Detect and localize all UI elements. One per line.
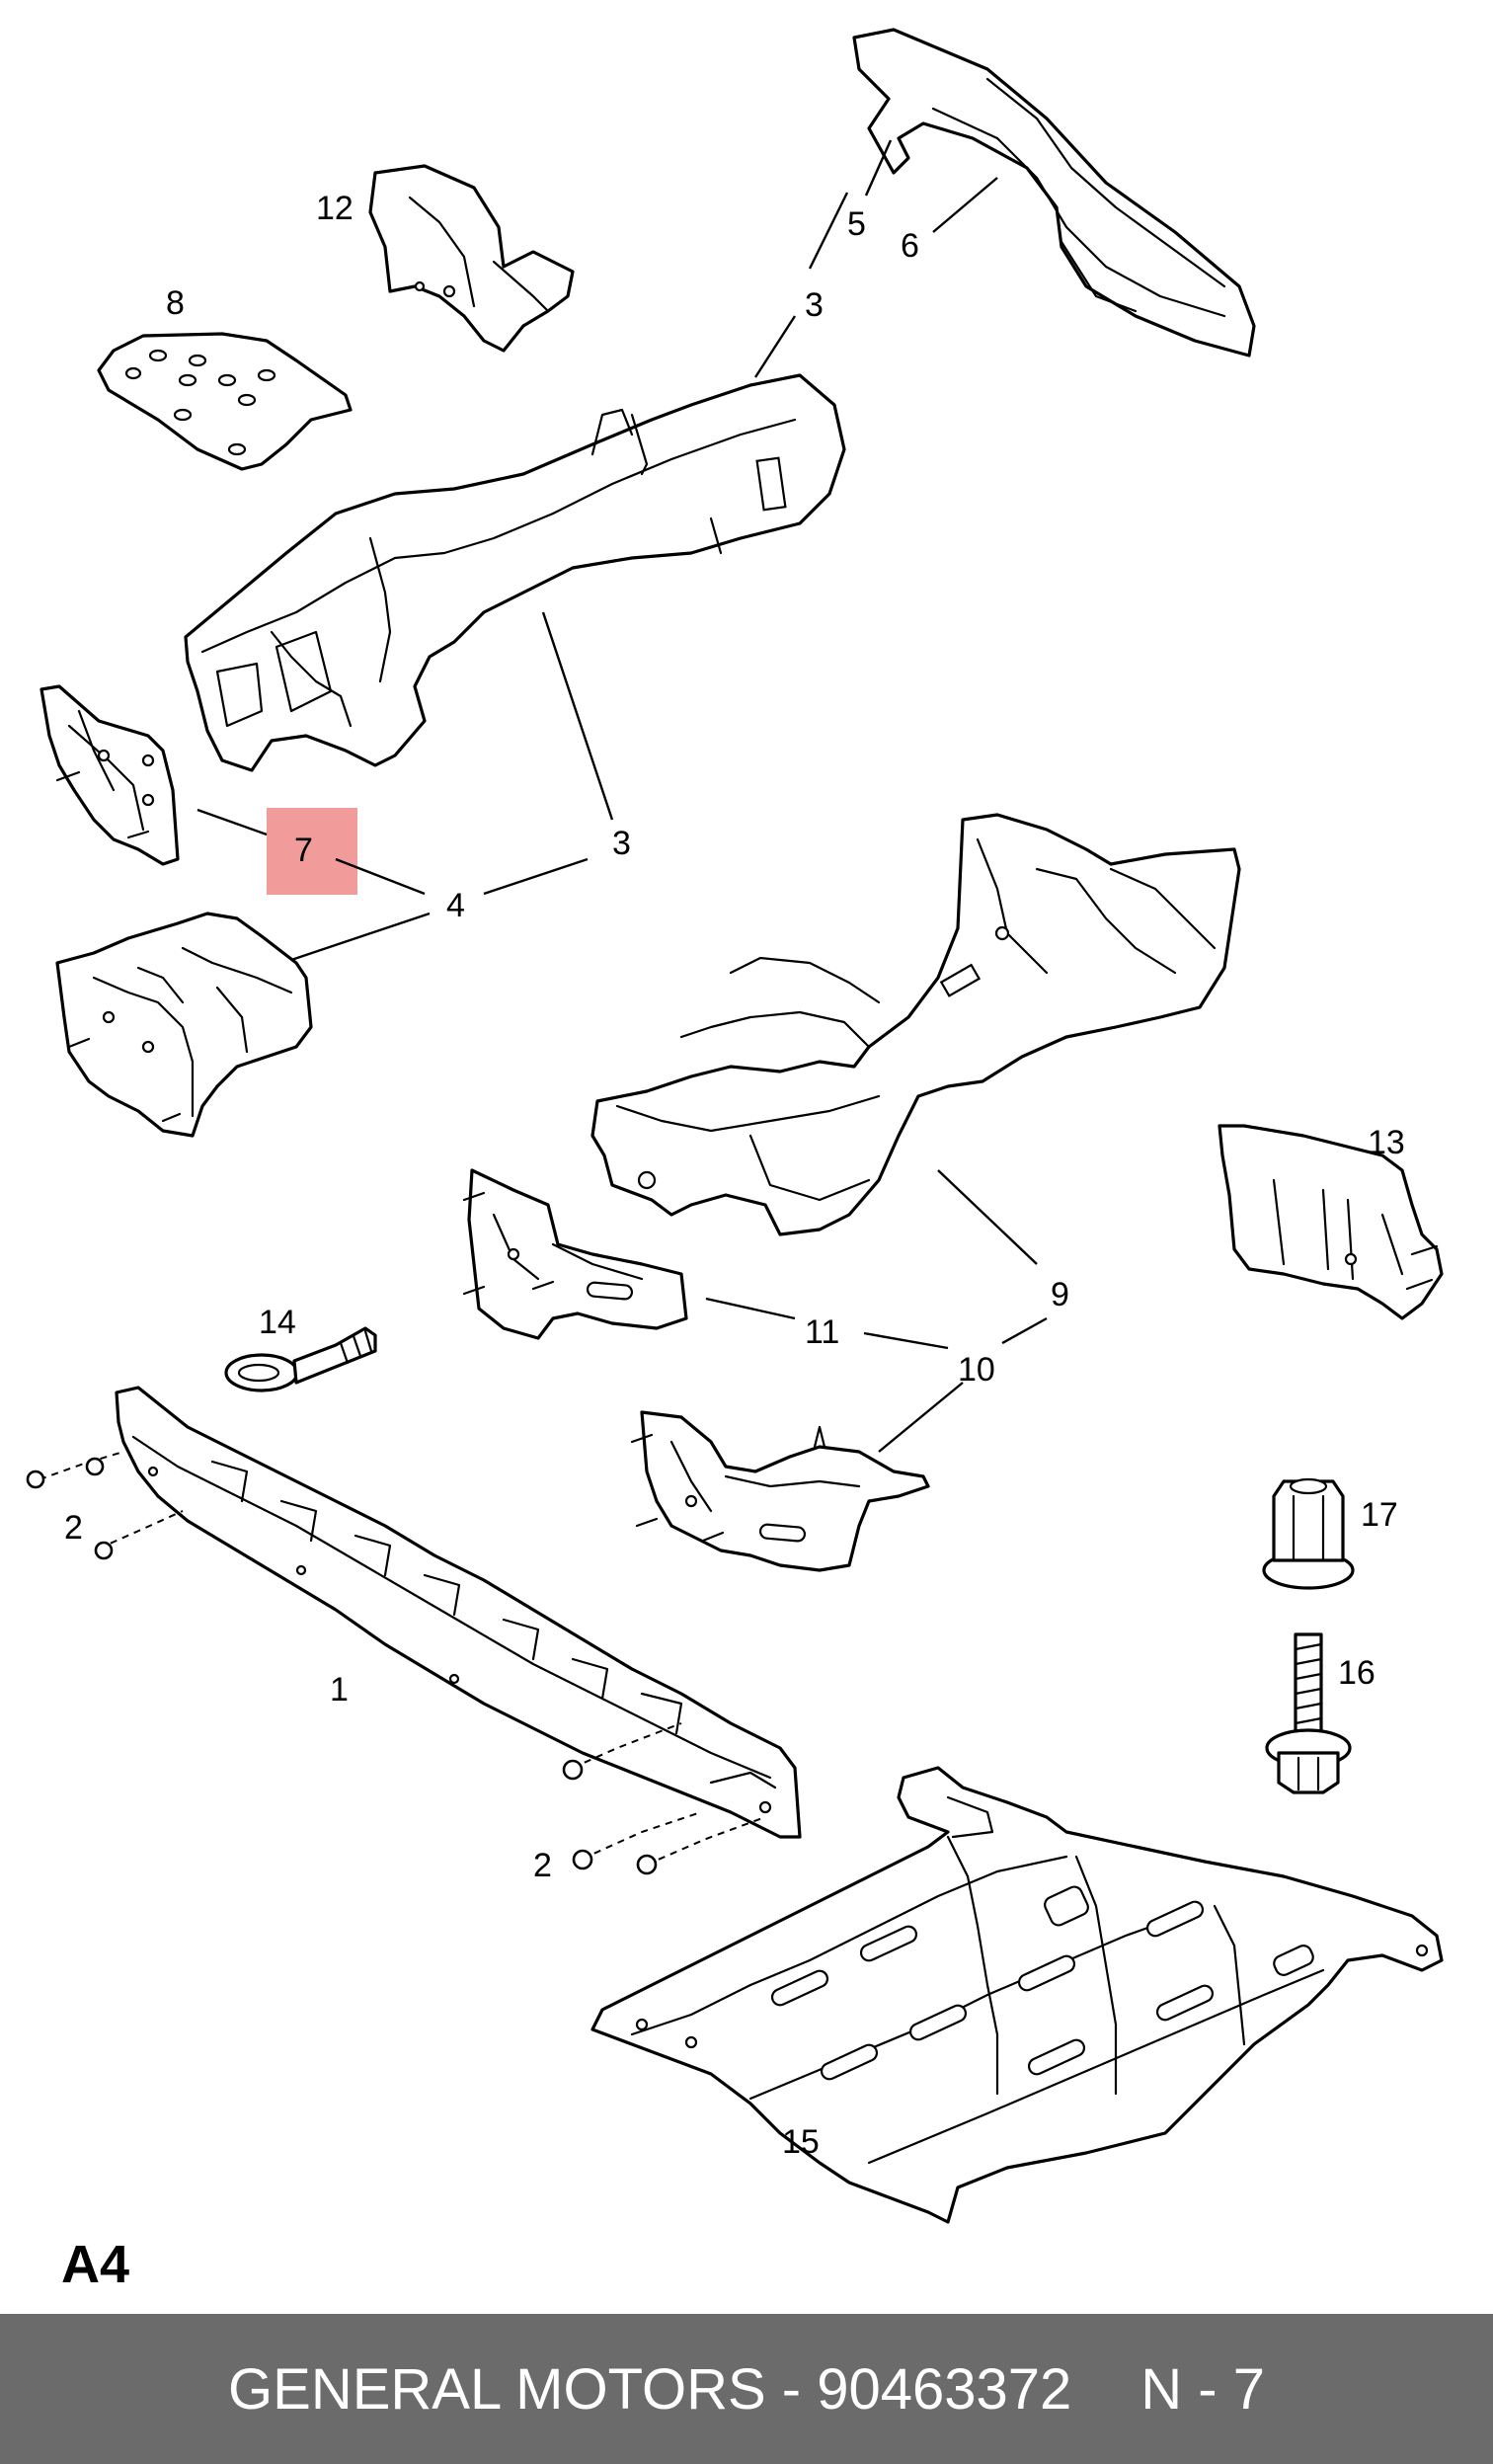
box-bracket-4 [55,912,313,1138]
callout-6: 6 [901,227,919,265]
mount-bracket-11 [462,1168,688,1340]
callout-16: 16 [1338,1654,1375,1692]
parts-diagram: 12 8 5 6 3 3 7 4 13 9 11 10 14 17 2 16 1… [26,28,1444,2224]
callout-12: 12 [316,190,354,227]
callout-8: 8 [166,284,185,322]
tow-eye-14 [224,1326,377,1392]
flange-bolt-16 [1265,1632,1352,1794]
underbody-shield-15 [590,1766,1444,2224]
callout-1: 1 [330,1671,349,1709]
highlight-box [267,808,357,895]
front-frame-rail-3 [184,373,846,772]
callout-4: 4 [446,887,465,924]
callout-5: 5 [847,205,866,243]
mount-bracket-10 [630,1410,930,1572]
footer-bar: GENERAL MOTORS - 90463372 N - 7 [0,2314,1493,2464]
side-bracket-7 [39,684,180,866]
callout-labels: 12 8 5 6 3 3 7 4 13 9 11 10 14 17 2 16 1… [64,190,1405,2161]
flange-nut-17 [1262,1477,1355,1590]
frame-assembly-9 [590,813,1241,1236]
footer-text: GENERAL MOTORS - 90463372 N - 7 [0,2314,1493,2464]
callout-9: 9 [1051,1276,1069,1313]
callout-10: 10 [958,1351,995,1389]
callout-3-lower: 3 [612,825,631,862]
callout-11: 11 [805,1313,839,1351]
callout-17: 17 [1361,1496,1398,1534]
callout-13: 13 [1368,1124,1405,1161]
corner-cover-13 [1218,1124,1444,1320]
footer-brand-part-number: GENERAL MOTORS - 90463372 [228,2356,1072,2422]
sheet-label: A4 [61,2235,130,2294]
bumper-reinforcement-1 [115,1386,802,1839]
rear-frame-rail-5-6 [852,28,1256,358]
callout-14: 14 [259,1304,296,1341]
callout-15: 15 [782,2123,820,2161]
footer-position-code: N - 7 [1140,2356,1265,2422]
callout-3-upper: 3 [805,286,824,324]
mount-plate-8 [97,332,353,471]
callout-7: 7 [294,832,313,869]
nut-2 [26,1451,766,1875]
leader-lines [196,139,1048,1453]
callout-2-left: 2 [64,1509,83,1547]
callout-2-right: 2 [533,1847,552,1884]
upper-bracket-12 [368,164,575,353]
